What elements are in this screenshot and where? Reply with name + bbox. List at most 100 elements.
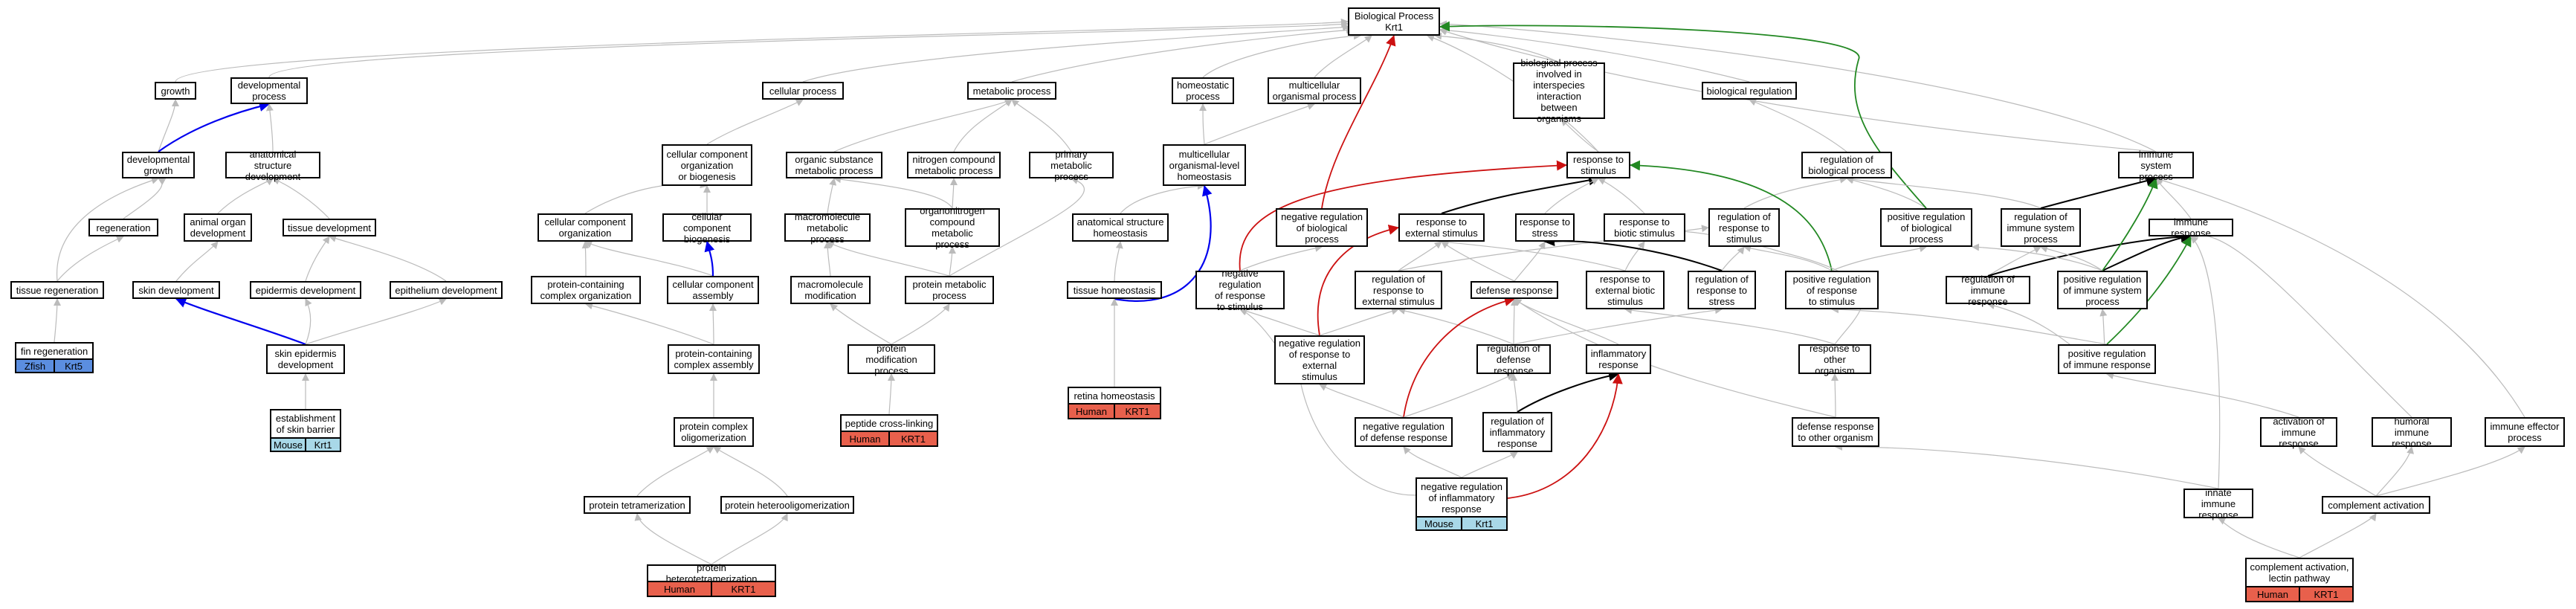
- node-negative-regulation-of-inflammatory-response[interactable]: negative regulation of inflammatory resp…: [1415, 477, 1508, 518]
- node-regulation-of-response-to-external-stimulus[interactable]: regulation of response to external stimu…: [1355, 271, 1442, 309]
- node-peptide-cross-linking[interactable]: peptide cross-linking: [840, 414, 938, 432]
- node-interspecies-interaction[interactable]: biological process involved in interspec…: [1513, 57, 1605, 124]
- edge-62: [1441, 238, 1626, 271]
- node-macromolecule-metabolic-process[interactable]: macromolecule metabolic process: [784, 211, 871, 245]
- node-establishment-of-skin-barrier[interactable]: establishment of skin barrier: [270, 409, 341, 439]
- node-positive-regulation-of-response-to-stimulus[interactable]: positive regulation of response to stimu…: [1785, 271, 1879, 309]
- node-immune-system-process[interactable]: immune system process: [2118, 149, 2194, 182]
- node-negative-regulation-of-defense-response[interactable]: negative regulation of defense response: [1355, 417, 1453, 447]
- node-multicellular-homeostasis[interactable]: multicellular organismal-level homeostas…: [1163, 144, 1246, 186]
- node-regulation-of-response-to-stress[interactable]: regulation of response to stress: [1688, 271, 1756, 309]
- edge-72: [2102, 178, 2158, 271]
- node-epithelium-development[interactable]: epithelium development: [390, 281, 503, 299]
- node-positive-regulation-of-biological-process[interactable]: positive regulation of biological proces…: [1880, 208, 1972, 247]
- node-innate-immune-response[interactable]: innate immune response: [2183, 487, 2253, 521]
- node-protein-containing-complex-organization[interactable]: protein-containing complex organization: [531, 276, 641, 304]
- node-protein-complex-oligomerization[interactable]: protein complex oligomerization: [674, 417, 754, 447]
- edge-23: [217, 178, 274, 214]
- edge-14: [833, 98, 1013, 152]
- node-regulation-of-defense-response[interactable]: regulation of defense response: [1476, 343, 1551, 376]
- node-protein-metabolic-process[interactable]: protein metabolic process: [905, 276, 994, 304]
- node-response-to-external-biotic-stimulus[interactable]: response to external biotic stimulus: [1586, 271, 1665, 309]
- node-skin-epidermis-development[interactable]: skin epidermis development: [266, 344, 345, 374]
- node-growth[interactable]: growth: [155, 82, 196, 100]
- edge-12: [265, 103, 274, 152]
- node-anatomical-structure-development[interactable]: anatomical structure development: [225, 149, 320, 182]
- edge-48: [704, 241, 715, 277]
- node-positive-regulation-of-immune-system-process[interactable]: positive regulation of immune system pro…: [2057, 271, 2148, 309]
- node-response-to-stress[interactable]: response to stress: [1515, 213, 1575, 242]
- node-complement-activation-lectin-pathway[interactable]: complement activation, lectin pathway: [2245, 558, 2354, 587]
- node-response-to-stimulus[interactable]: response to stimulus: [1566, 152, 1630, 178]
- node-retina-homeostasis[interactable]: retina homeostasis: [1068, 387, 1161, 405]
- node-protein-containing-complex-assembly[interactable]: protein-containing complex assembly: [668, 344, 760, 374]
- node-protein-heterooligomerization[interactable]: protein heterooligomerization: [720, 496, 854, 514]
- node-biological-process[interactable]: Biological Process Krt1: [1348, 7, 1440, 36]
- node-immune-response[interactable]: immune response: [2149, 216, 2233, 239]
- node-cellular-component-organization[interactable]: cellular component organization: [538, 213, 633, 242]
- node-protein-heterotetramerization[interactable]: protein heterotetramerization: [647, 562, 776, 584]
- node-animal-organ-development[interactable]: animal organ development: [184, 213, 252, 242]
- node-cc-organization-or-biogenesis[interactable]: cellular component organization or bioge…: [662, 144, 752, 186]
- edge-52: [949, 177, 1085, 277]
- node-regeneration[interactable]: regeneration: [88, 219, 158, 236]
- node-nitrogen-compound-metabolic[interactable]: nitrogen compound metabolic process: [907, 152, 1001, 178]
- edge-8: [1439, 20, 2157, 152]
- node-fin-regeneration[interactable]: fin regeneration: [15, 342, 94, 360]
- node-epidermis-development[interactable]: epidermis development: [250, 281, 361, 299]
- node-regulation-of-immune-response[interactable]: regulation of immune response: [1946, 274, 2030, 307]
- node-response-to-other-organism[interactable]: response to other organism: [1798, 343, 1871, 376]
- node-homeostatic-process[interactable]: homeostatic process: [1172, 77, 1234, 104]
- node-response-to-external-stimulus[interactable]: response to external stimulus: [1398, 213, 1485, 242]
- node-response-to-biotic-stimulus[interactable]: response to biotic stimulus: [1604, 213, 1685, 242]
- edge-24: [272, 178, 330, 219]
- node-negative-regulation-of-response-to-stimulus[interactable]: negative regulation of response to stimu…: [1195, 268, 1285, 312]
- node-activation-of-immune-response[interactable]: activation of immune response: [2260, 416, 2337, 449]
- node-cellular-component-assembly[interactable]: cellular component assembly: [667, 276, 759, 304]
- edge-105: [1514, 298, 1836, 418]
- node-positive-regulation-of-immune-response[interactable]: positive regulation of immune response: [2058, 344, 2156, 374]
- edge-111: [1403, 446, 1462, 478]
- node-protein-tetramerization[interactable]: protein tetramerization: [584, 496, 691, 514]
- node-tissue-regeneration[interactable]: tissue regeneration: [10, 281, 104, 299]
- node-cellular-process[interactable]: cellular process: [762, 82, 844, 100]
- edge-66: [1630, 160, 1833, 271]
- node-immune-effector-process[interactable]: immune effector process: [2485, 417, 2565, 447]
- edge-113: [1461, 451, 1518, 478]
- node-multicellular-organismal-process[interactable]: multicellular organismal process: [1268, 77, 1361, 104]
- node-developmental-process[interactable]: developmental process: [230, 77, 308, 104]
- edge-110: [713, 446, 788, 497]
- node-tissue-homeostasis[interactable]: tissue homeostasis: [1067, 281, 1162, 299]
- node-complement-activation[interactable]: complement activation: [2322, 496, 2430, 514]
- node-negative-regulation-of-response-to-external-stimulus[interactable]: negative regulation of response to exter…: [1274, 335, 1365, 384]
- node-skin-development[interactable]: skin development: [132, 281, 220, 299]
- node-defense-response[interactable]: defense response: [1471, 281, 1558, 299]
- node-inflammatory-response[interactable]: inflammatory response: [1586, 344, 1651, 374]
- node-organonitrogen-metabolic[interactable]: organonitrogen compound metabolic proces…: [905, 205, 1000, 250]
- node-developmental-growth[interactable]: developmental growth: [122, 152, 195, 178]
- node-metabolic-process[interactable]: metabolic process: [967, 82, 1056, 100]
- edge-88: [1513, 306, 1723, 345]
- edge-17: [1199, 103, 1207, 145]
- node-negative-regulation-of-biological-process[interactable]: negative regulation of biological proces…: [1276, 208, 1368, 247]
- node-regulation-of-response-to-stimulus[interactable]: regulation of response to stimulus: [1708, 208, 1780, 247]
- node-tissue-development[interactable]: tissue development: [283, 219, 376, 236]
- node-regulation-of-inflammatory-response[interactable]: regulation of inflammatory response: [1482, 412, 1552, 452]
- node-regulation-of-immune-system-process[interactable]: regulation of immune system process: [2001, 208, 2081, 247]
- node-regulation-of-biological-process[interactable]: regulation of biological process: [1801, 152, 1892, 178]
- edge-30: [1120, 182, 1205, 214]
- node-primary-metabolic-process[interactable]: primary metabolic process: [1029, 149, 1114, 182]
- node-biological-regulation[interactable]: biological regulation: [1702, 82, 1797, 100]
- node-anatomical-structure-homeostasis[interactable]: anatomical structure homeostasis: [1072, 213, 1169, 242]
- node-macromolecule-modification[interactable]: macromolecule modification: [790, 276, 871, 304]
- node-organic-substance-metabolic[interactable]: organic substance metabolic process: [786, 152, 882, 178]
- annotation-complement-activation-lectin-pathway: Human KRT1: [2245, 586, 2354, 602]
- annotation-peptide-cross-linking: Human KRT1: [840, 431, 938, 447]
- node-protein-modification-process[interactable]: protein modification process: [848, 343, 935, 376]
- node-humoral-immune-response[interactable]: humoral immune response: [2372, 416, 2452, 449]
- node-defense-response-to-other-organism[interactable]: defense response to other organism: [1792, 417, 1879, 447]
- species-tag: Mouse: [1417, 518, 1461, 529]
- edge-3: [1011, 26, 1354, 83]
- node-cellular-component-biogenesis[interactable]: cellular component biogenesis: [662, 211, 752, 245]
